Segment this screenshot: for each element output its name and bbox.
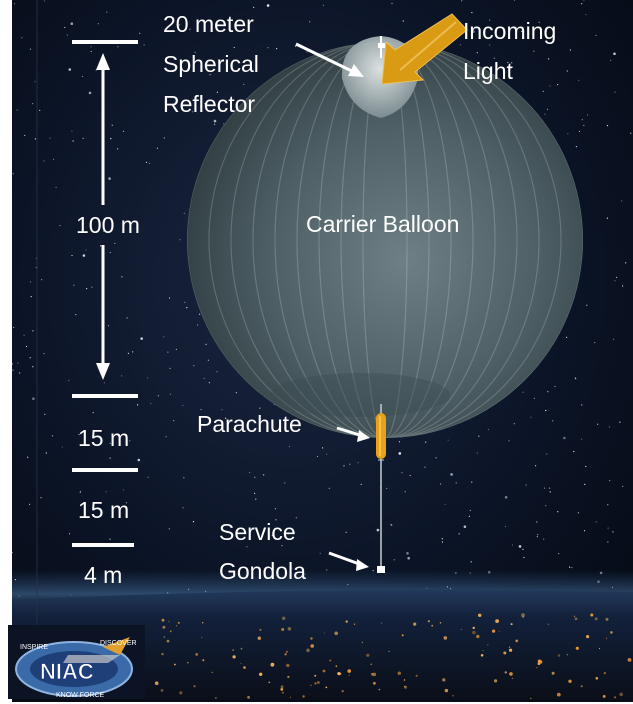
reflector-label-line-2: Spherical [163,51,259,77]
service-gondola-icon [377,566,385,573]
svg-text:KNOW FORCE: KNOW FORCE [56,692,105,699]
svg-text:NIAC: NIAC [40,659,94,684]
dimension-4m: 4 m [84,562,123,588]
reflector-label-line-1: 20 meter [163,11,254,37]
carrier-balloon-label: Carrier Balloon [306,211,460,237]
dimension-100m: 100 m [76,212,140,238]
svg-text:INSPIRE: INSPIRE [20,644,48,651]
city-lights [154,613,632,699]
gondola-label-line-1: Service [219,519,296,545]
niac-logo: NIAC INSPIRE DISCOVER KNOW FORCE [8,625,145,699]
svg-text:DISCOVER: DISCOVER [100,640,137,647]
carrier-balloon [187,42,583,438]
dimension-scale [72,40,138,547]
dimension-15m-a: 15 m [78,425,130,451]
incoming-light-arrow [381,13,468,85]
pointer-arrows [295,42,370,571]
earth-horizon [12,589,633,702]
incoming-light-label-line-2: Light [463,58,513,84]
gondola-label-line-2: Gondola [219,558,306,584]
dimension-15m-b: 15 m [78,497,130,523]
reflector-label-line-3: Reflector [163,91,256,117]
parachute-label: Parachute [197,411,302,437]
parachute-icon [376,413,386,459]
incoming-light-label-line-1: Incoming [463,18,557,44]
